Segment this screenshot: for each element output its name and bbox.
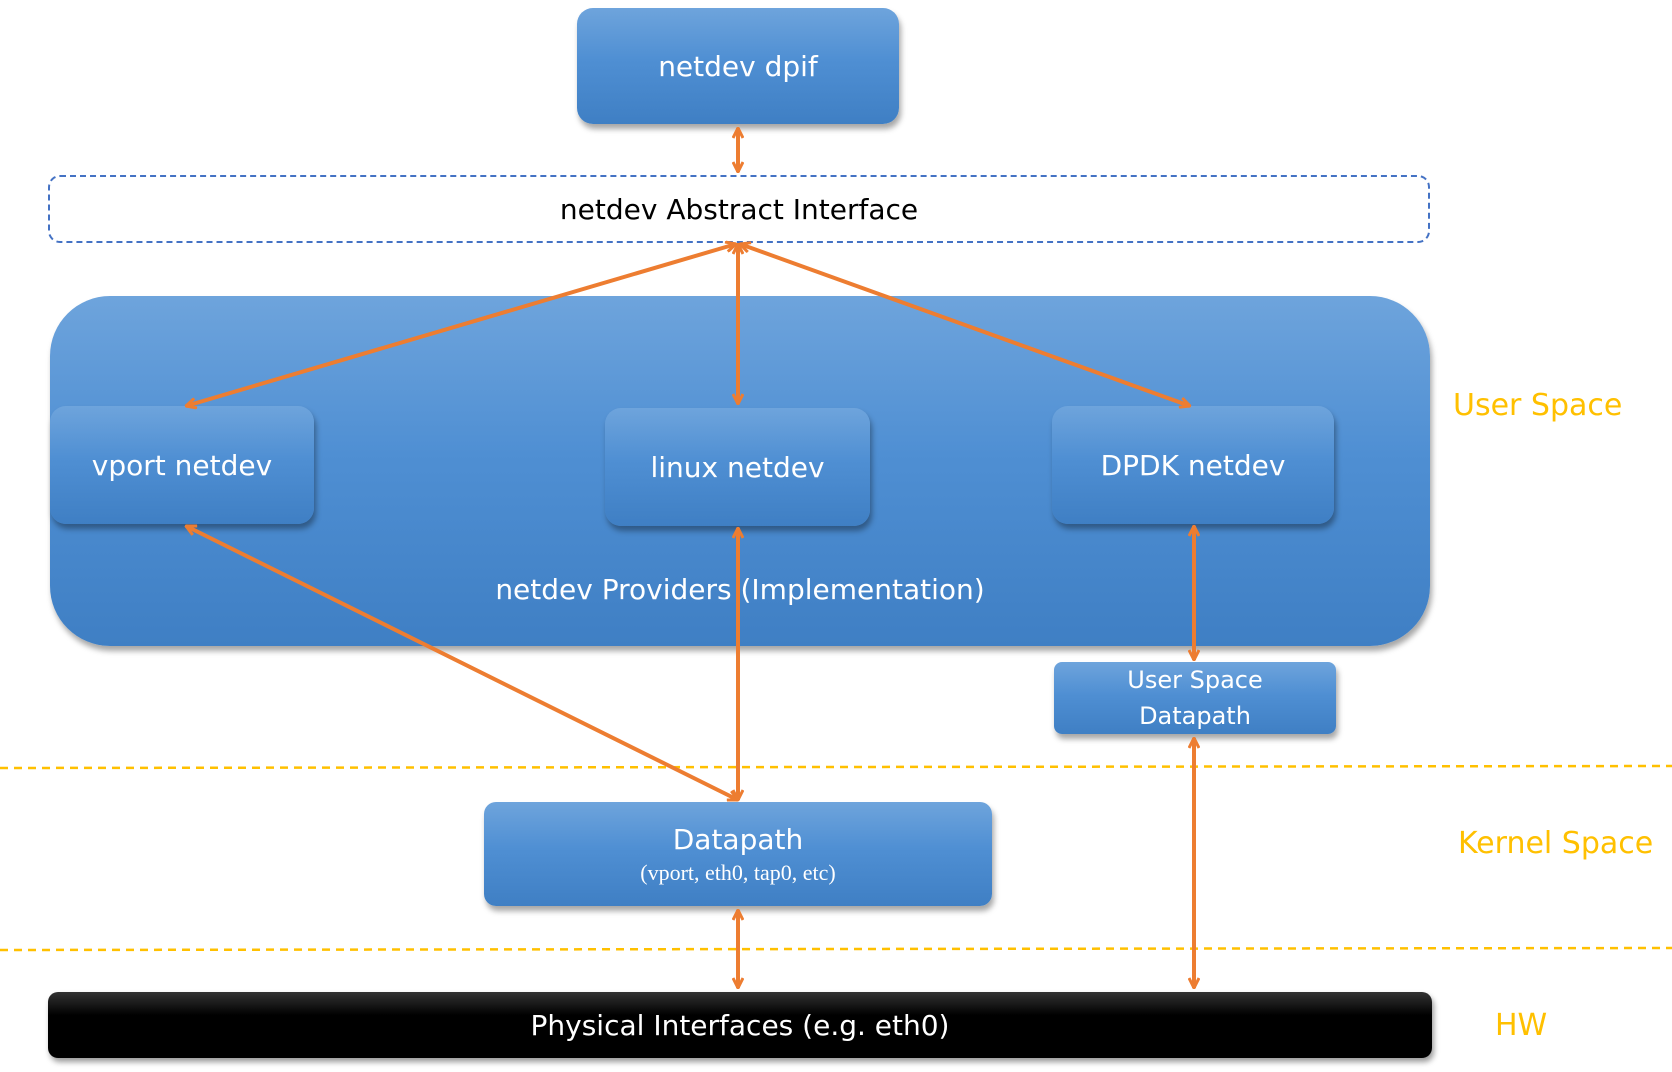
kernel-datapath-label: Datapath: [672, 822, 804, 856]
kernel-hw-boundary-line: [0, 946, 1672, 952]
vport-netdev-box: vport netdev: [50, 406, 314, 524]
netdev-abstract-interface-label: netdev Abstract Interface: [559, 192, 919, 226]
netdev-dpif-label: netdev dpif: [658, 49, 818, 83]
netdev-dpif-box: netdev dpif: [577, 8, 899, 124]
kernel-datapath-sublabel: (vport, eth0, tap0, etc): [640, 859, 836, 885]
dpdk-netdev-box: DPDK netdev: [1052, 406, 1334, 524]
zone-label-kernel-space: Kernel Space: [1458, 826, 1654, 861]
kernel-datapath-box: Datapath (vport, eth0, tap0, etc): [484, 802, 992, 906]
user-space-datapath-box: User Space Datapath: [1054, 662, 1336, 734]
user-space-datapath-line1: User Space: [1127, 666, 1263, 694]
linux-netdev-box: linux netdev: [605, 408, 870, 526]
arrow-abstract-dpdk: [740, 244, 1190, 406]
user-space-datapath-line2: Datapath: [1139, 702, 1251, 730]
physical-interfaces-bar: Physical Interfaces (e.g. eth0): [48, 992, 1432, 1058]
physical-interfaces-label: Physical Interfaces (e.g. eth0): [530, 1008, 950, 1042]
linux-netdev-label: linux netdev: [650, 450, 825, 484]
vport-netdev-label: vport netdev: [91, 448, 273, 482]
arrow-abstract-vport: [186, 244, 736, 406]
dpdk-netdev-label: DPDK netdev: [1100, 448, 1286, 482]
zone-label-hw: HW: [1495, 1008, 1548, 1043]
user-kernel-boundary-line: [0, 764, 1672, 770]
arrow-vport-datapath: [186, 524, 738, 802]
zone-label-user-space: User Space: [1453, 388, 1623, 423]
